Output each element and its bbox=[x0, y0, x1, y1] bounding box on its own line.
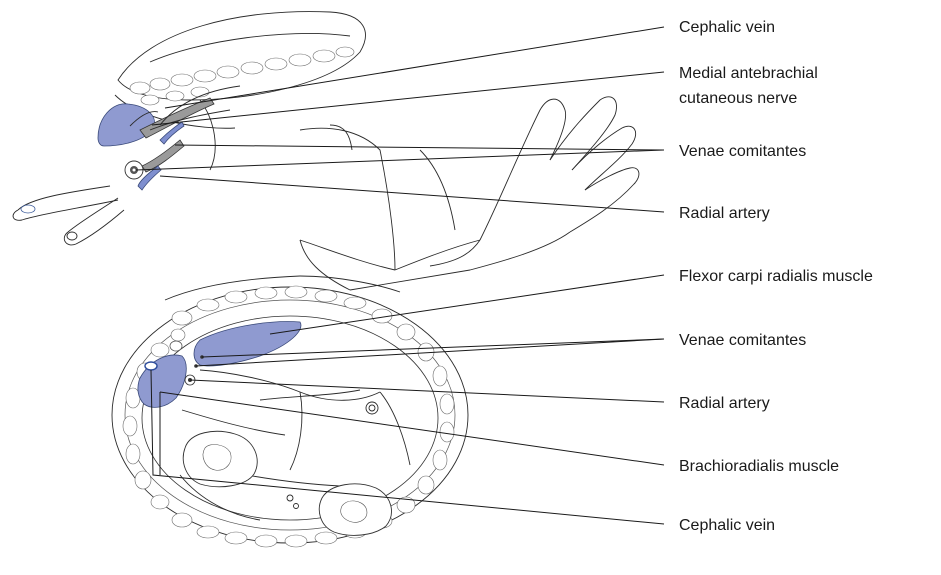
label-venae-comitantes-bottom: Venae comitantes bbox=[679, 332, 806, 349]
label-flexor-carpi-radialis: Flexor carpi radialis muscle bbox=[679, 268, 873, 285]
label-medial-nerve-line2: cutaneous nerve bbox=[679, 90, 797, 107]
label-venae-comitantes-top: Venae comitantes bbox=[679, 143, 806, 160]
hand-outline bbox=[300, 97, 639, 290]
label-medial-nerve-line1: Medial antebrachial bbox=[679, 65, 818, 82]
label-radial-artery-bottom: Radial artery bbox=[679, 395, 770, 412]
label-cephalic-vein-top: Cephalic vein bbox=[679, 19, 775, 36]
leader-radial-artery-top bbox=[160, 176, 664, 212]
leader-venae-comitantes-top-a bbox=[175, 145, 664, 150]
label-brachioradialis: Brachioradialis muscle bbox=[679, 458, 839, 475]
labels: Cephalic vein Medial antebrachial cutane… bbox=[679, 19, 873, 534]
label-radial-artery-top: Radial artery bbox=[679, 205, 770, 222]
label-cephalic-vein-bottom: Cephalic vein bbox=[679, 517, 775, 534]
forearm-cross-section bbox=[112, 276, 468, 547]
